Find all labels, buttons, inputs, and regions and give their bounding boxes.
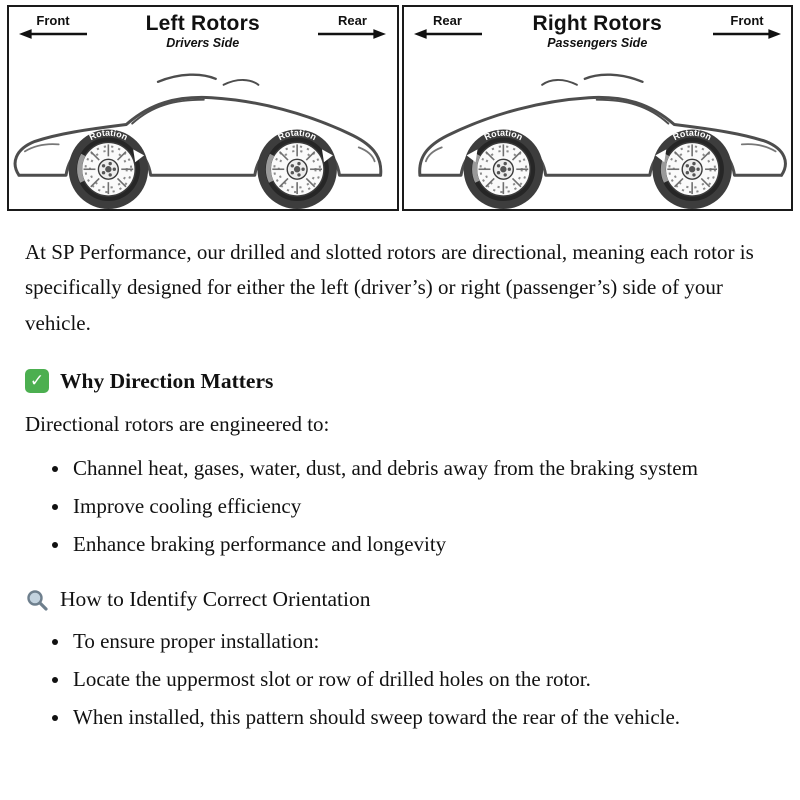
svg-text:Rotation: Rotation <box>276 128 318 143</box>
list-item: Improve cooling efficiency <box>71 489 775 523</box>
rear-direction: Rear <box>316 13 388 39</box>
rear-label: Rear <box>433 13 462 28</box>
right-rotors-panel: Rear Right Rotors Passengers Side Front <box>401 5 793 211</box>
section-heading-identify-orientation: How to Identify Correct Orientation <box>25 587 775 612</box>
section-title: Why Direction Matters <box>60 368 274 393</box>
panel-header: Rear Right Rotors Passengers Side Front <box>404 7 792 50</box>
rotation-labels: Rotation Rotation <box>88 128 333 163</box>
panel-title: Left Rotors <box>145 12 260 35</box>
svg-text:Rotation: Rotation <box>482 128 524 143</box>
rotation-arrow-icon <box>466 149 478 163</box>
panel-title-block: Left Rotors Drivers Side <box>146 12 260 50</box>
arrow-left-icon <box>413 29 482 39</box>
section-heading-why-direction-matters: ✓ Why Direction Matters <box>25 369 775 394</box>
left-rotors-panel: Front Left Rotors Drivers Side Rear <box>7 5 399 211</box>
list-item: Channel heat, gases, water, dust, and de… <box>71 451 775 485</box>
rear-rotor <box>463 129 542 208</box>
rotation-label: Rotation <box>276 128 318 143</box>
panel-subtitle: Passengers Side <box>547 36 648 50</box>
car-illustration-left: Rotation Rotation <box>13 73 383 209</box>
section-lead: Directional rotors are engineered to: <box>25 411 330 436</box>
panel-subtitle: Drivers Side <box>166 36 240 50</box>
svg-text:Rotation: Rotation <box>671 128 713 143</box>
rotation-label: Rotation <box>671 128 713 143</box>
rotation-label: Rotation <box>88 128 130 143</box>
panel-title: Right Rotors <box>532 12 663 35</box>
identify-orientation-bullet-list: To ensure proper installation: Locate th… <box>25 624 775 734</box>
front-direction: Front <box>17 13 89 39</box>
front-direction: Front <box>711 13 783 39</box>
front-label: Front <box>730 13 764 28</box>
panel-title-block: Right Rotors Passengers Side <box>532 12 662 50</box>
list-item: To ensure proper installation: <box>71 624 775 658</box>
rotation-label: Rotation <box>482 128 524 143</box>
arrow-right-icon <box>713 29 781 39</box>
checkmark-icon: ✓ <box>25 369 49 394</box>
list-item: When installed, this pattern should swee… <box>71 700 775 734</box>
rear-label: Rear <box>338 13 367 28</box>
arrow-right-icon <box>318 29 387 39</box>
arrow-left-icon <box>19 29 87 39</box>
front-label: Front <box>36 13 70 28</box>
front-rotor <box>69 129 148 208</box>
rotation-arrow-icon <box>321 149 333 163</box>
rotor-direction-diagram: Front Left Rotors Drivers Side Rear <box>0 0 800 211</box>
list-item: Enhance braking performance and longevit… <box>71 527 775 561</box>
rear-direction: Rear <box>412 13 484 39</box>
svg-text:Rotation: Rotation <box>88 128 130 143</box>
rotation-arrow-icon <box>654 149 666 163</box>
section-title: How to Identify Correct Orientation <box>60 587 371 612</box>
rotation-labels: Rotation Rotation <box>466 128 713 163</box>
panel-header: Front Left Rotors Drivers Side Rear <box>9 7 397 50</box>
rear-rotor <box>257 129 336 208</box>
article-content: At SP Performance, our drilled and slott… <box>0 211 800 734</box>
why-direction-bullet-list: Channel heat, gases, water, dust, and de… <box>25 451 775 561</box>
rotation-arrow-icon <box>133 149 145 163</box>
front-rotor <box>652 129 731 208</box>
car-illustration-right: Rotation Rotation <box>417 73 787 209</box>
list-item: Locate the uppermost slot or row of dril… <box>71 662 775 696</box>
intro-paragraph: At SP Performance, our drilled and slott… <box>25 239 754 335</box>
magnifier-icon <box>27 590 48 611</box>
